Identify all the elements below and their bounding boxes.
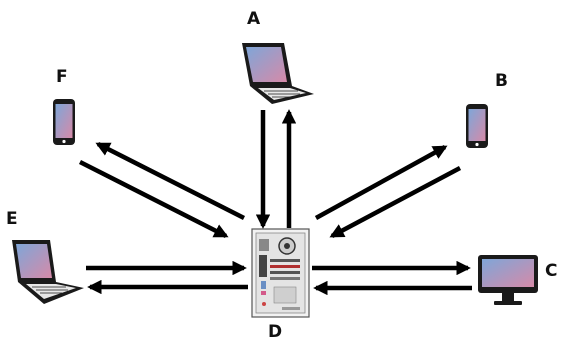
node-label-f: F xyxy=(56,67,68,87)
node-label-a: A xyxy=(247,9,261,29)
arrows xyxy=(78,109,472,296)
arrow-f-to-d xyxy=(78,159,229,239)
desktop-tower-icon xyxy=(251,228,310,318)
node-label-e: E xyxy=(6,209,18,229)
laptop-icon xyxy=(242,43,314,104)
arrow-d-to-f xyxy=(95,141,246,221)
laptop-icon xyxy=(12,240,84,304)
arrow-b-to-d xyxy=(329,166,462,238)
node-d: D xyxy=(251,228,310,341)
node-b: B xyxy=(466,71,508,148)
monitor-icon xyxy=(478,255,538,305)
arrow-d-to-b xyxy=(314,145,448,220)
node-c: C xyxy=(478,255,557,305)
smartphone-icon xyxy=(466,104,488,148)
node-f: F xyxy=(53,67,75,145)
node-label-c: C xyxy=(545,261,557,281)
node-a: A xyxy=(242,9,314,104)
node-label-b: B xyxy=(495,71,508,91)
smartphone-icon xyxy=(53,99,75,145)
node-e: E xyxy=(6,209,84,304)
node-label-d: D xyxy=(268,322,282,341)
